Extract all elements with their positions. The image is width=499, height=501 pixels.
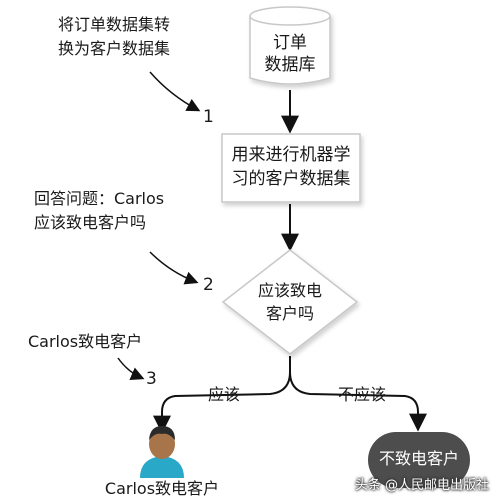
- database-label-line-2: 数据库: [264, 55, 316, 75]
- annotation-2-line-2: 应该致电客户吗: [34, 213, 147, 232]
- decision-diamond-shape: [221, 249, 359, 355]
- database-label-line-1: 订单: [273, 33, 307, 53]
- process-box-shape: [221, 133, 361, 203]
- step-number-3: 3: [146, 369, 157, 389]
- annotation-3: Carlos致电客户: [28, 332, 143, 351]
- step-number-1: 1: [203, 107, 214, 127]
- database-cylinder-shape: [249, 6, 331, 85]
- annotation-1-line-2: 换为客户数据集: [58, 39, 171, 58]
- annotation-2-line-1: 回答问题：Carlos: [34, 189, 165, 208]
- watermark: 头条 @人民邮电出版社: [354, 478, 489, 493]
- annotation-arrow-3: [117, 357, 145, 380]
- decision-fork-connector-right: [289, 371, 427, 432]
- annotation-arrow-1: [149, 71, 201, 112]
- decision-fork-connector: [153, 356, 291, 434]
- process-label-line-2: 习的客户数据集: [231, 169, 351, 189]
- call-label: Carlos致电客户: [104, 479, 220, 498]
- no-call-label: 不致电客户: [378, 449, 459, 468]
- step-number-2: 2: [203, 275, 214, 295]
- branch-label-yes: 应该: [208, 385, 241, 404]
- person-icon: [140, 426, 184, 478]
- process-label-line-1: 用来进行机器学: [231, 145, 351, 165]
- annotation-arrow-2: [149, 251, 199, 285]
- no-call-oval-shape: [368, 432, 470, 488]
- annotation-1-line-1: 将订单数据集转: [58, 15, 171, 34]
- decision-label-line-2: 客户吗: [265, 304, 314, 323]
- decision-label-line-1: 应该致电: [257, 281, 322, 300]
- branch-label-no: 不应该: [338, 385, 387, 404]
